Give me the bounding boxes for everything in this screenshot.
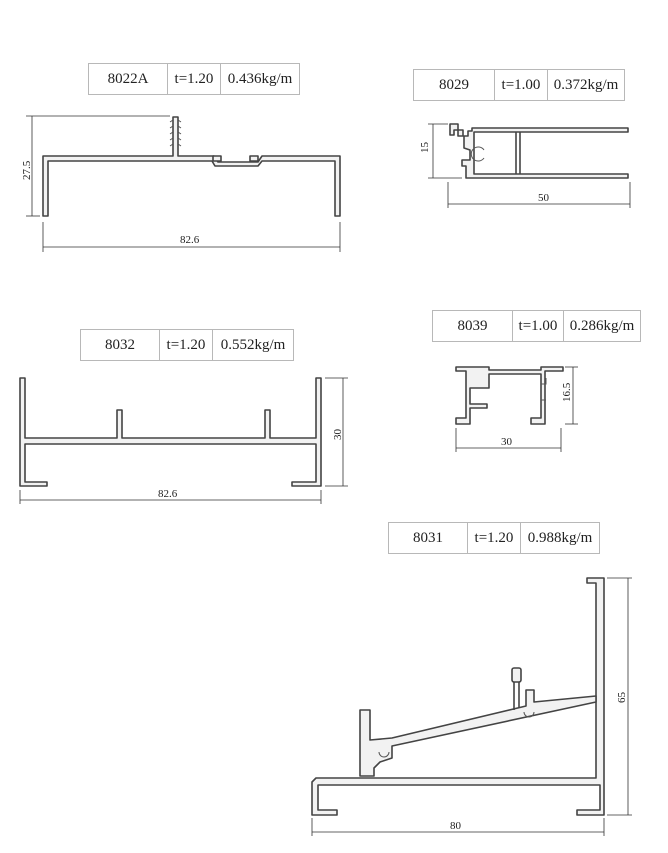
profile-code: 8031 <box>389 523 468 553</box>
dimension-width-label: 80 <box>450 820 462 832</box>
profile-code: 8032 <box>81 330 160 360</box>
profile-code: 8039 <box>433 311 513 341</box>
profile-8032-drawing: 82.6 30 <box>19 377 348 504</box>
profile-thickness: t=1.20 <box>468 523 521 553</box>
profile-thickness: t=1.20 <box>160 330 213 360</box>
dimension-height-label: 15 <box>419 142 431 154</box>
dimension-height-label: 16.5 <box>561 382 573 402</box>
dimension-height-label: 65 <box>616 692 628 704</box>
profile-weight: 0.436kg/m <box>227 70 293 87</box>
spec-box-8029: 8029 t=1.00 0.372kg/m <box>413 69 625 101</box>
profile-code: 8029 <box>414 70 495 100</box>
dimension-width-label: 50 <box>538 192 550 204</box>
profile-weight: 0.988kg/m <box>527 529 593 546</box>
profile-8031-drawing: 80 65 <box>311 577 632 836</box>
spec-box-8039: 8039 t=1.00 0.286kg/m <box>432 310 641 342</box>
spec-box-8031: 8031 t=1.20 0.988kg/m <box>388 522 600 554</box>
dimension-height-label: 27.5 <box>21 160 33 180</box>
profile-thickness: t=1.00 <box>495 70 548 100</box>
profile-8022a-drawing: 82.6 27.5 <box>21 115 341 252</box>
profile-8029-drawing: 50 15 <box>419 123 631 208</box>
spec-box-8032: 8032 t=1.20 0.552kg/m <box>80 329 294 361</box>
dimension-height-label: 30 <box>332 429 344 441</box>
dimension-width-label: 82.6 <box>158 488 178 500</box>
profile-thickness: t=1.00 <box>513 311 564 341</box>
profile-8039-drawing: 30 16.5 <box>455 366 578 452</box>
spec-box-8022a: 8022A t=1.20 0.436kg/m <box>88 63 300 95</box>
profile-weight: 0.372kg/m <box>553 76 619 93</box>
dimension-width-label: 82.6 <box>180 234 200 246</box>
profile-weight: 0.552kg/m <box>220 336 286 353</box>
profile-code: 8022A <box>89 64 168 94</box>
profile-weight: 0.286kg/m <box>569 317 635 334</box>
profile-thickness: t=1.20 <box>168 64 221 94</box>
dimension-width-label: 30 <box>501 436 513 448</box>
